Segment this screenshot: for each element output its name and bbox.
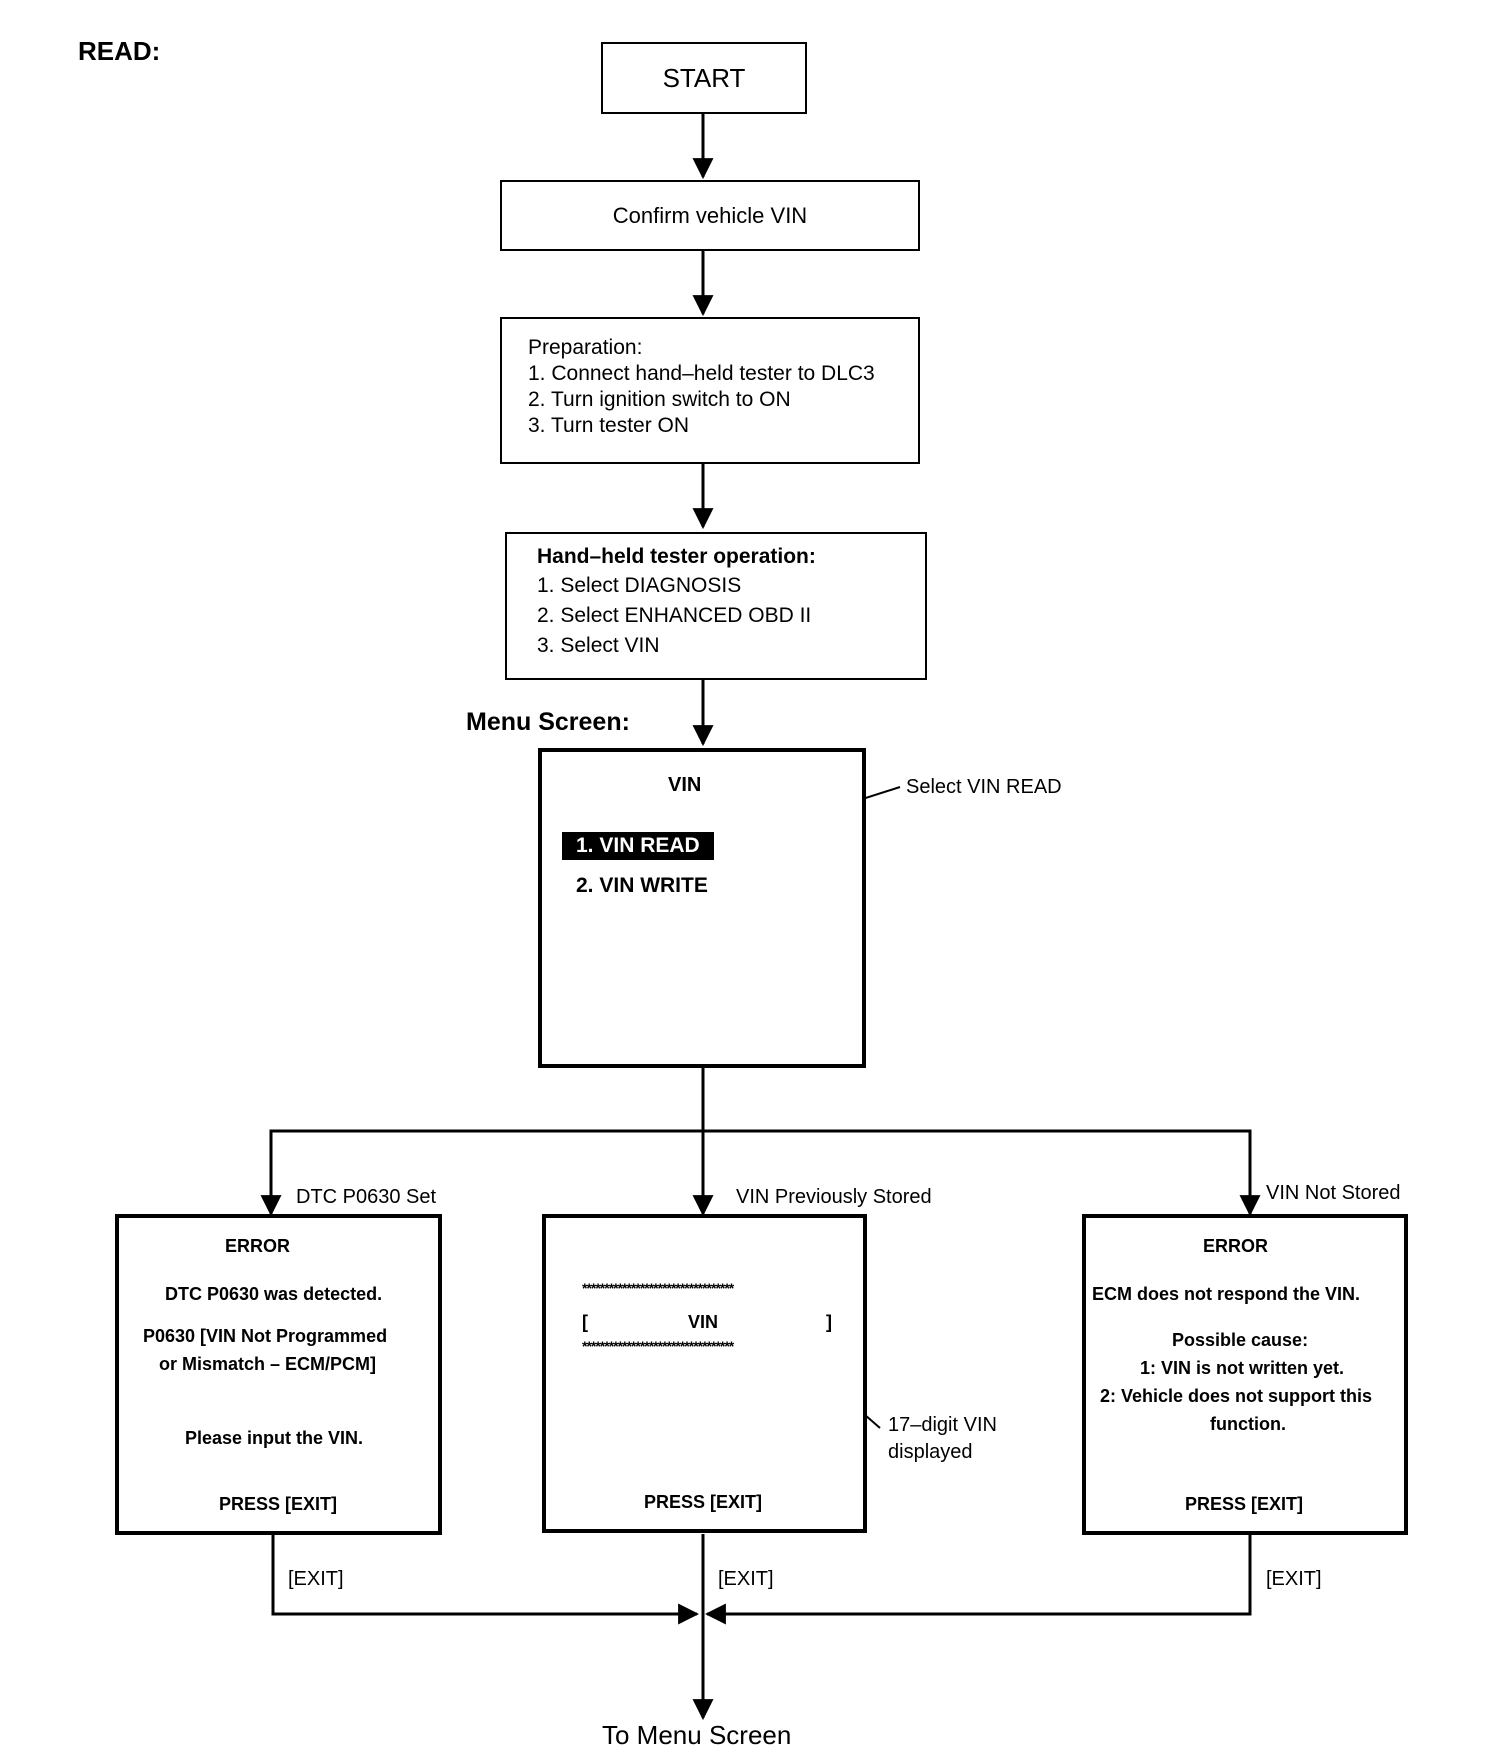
ecm-error-line-2: Possible cause: (1172, 1330, 1309, 1350)
branch-bar (269, 1129, 1252, 1214)
vin-display: VIN (688, 1312, 719, 1332)
dtc-error-line-2: P0630 [VIN Not Programmed (143, 1326, 388, 1346)
dtc-error-line-1: DTC P0630 was detected. (165, 1284, 383, 1304)
start-box: START (601, 42, 807, 114)
callout-17-digit: 17–digit VIN displayed (888, 1412, 997, 1466)
ecm-error-press-exit[interactable]: PRESS [EXIT] (1185, 1494, 1304, 1514)
confirm-vin-text: Confirm vehicle VIN (612, 203, 808, 228)
exit-label-middle: [EXIT] (718, 1568, 774, 1590)
confirm-vin-box: Confirm vehicle VIN (500, 180, 920, 251)
read-heading: READ: (78, 36, 161, 66)
vin-stars-top: ********************************** (582, 1280, 734, 1296)
exit-label-left: [EXIT] (288, 1568, 344, 1590)
dtc-error-screen: ERROR DTC P0630 was detected. P0630 [VIN… (115, 1214, 442, 1535)
callout-17-line-1: 17–digit VIN (888, 1414, 997, 1436)
vin-stars-bottom: ********************************** (582, 1338, 734, 1354)
tester-step-2: 2. Select ENHANCED OBD II (537, 604, 812, 627)
preparation-title: Preparation: (528, 336, 643, 359)
to-menu-screen: To Menu Screen (602, 1720, 792, 1750)
dtc-error-press-exit[interactable]: PRESS [EXIT] (219, 1494, 338, 1514)
dtc-error-line-4: Please input the VIN. (185, 1428, 364, 1448)
menu-screen: VIN 1. VIN READ 2. VIN WRITE (538, 748, 866, 1068)
tester-step-3: 3. Select VIN (537, 634, 660, 657)
preparation-step-1: 1. Connect hand–held tester to DLC3 (528, 362, 875, 385)
ecm-error-line-1: ECM does not respond the VIN. (1092, 1284, 1361, 1304)
callout-select-vin-read: Select VIN READ (906, 776, 1062, 798)
preparation-step-3: 3. Turn tester ON (528, 414, 690, 437)
menu-title: VIN (668, 774, 702, 796)
ecm-error-line-5: function. (1210, 1414, 1286, 1434)
ecm-error-line-4: 2: Vehicle does not support this (1100, 1386, 1373, 1406)
vin-stored-screen: ********************************** [ VIN… (542, 1214, 867, 1533)
menu-item-vin-write[interactable]: 2. VIN WRITE (576, 874, 708, 897)
exit-label-right: [EXIT] (1266, 1568, 1322, 1590)
vin-bracket-close: ] (826, 1312, 832, 1332)
tester-operation-lines: Hand–held tester operation: 1. Select DI… (537, 544, 925, 660)
menu-screen-label: Menu Screen: (466, 708, 630, 736)
vin-press-exit[interactable]: PRESS [EXIT] (644, 1492, 763, 1512)
dtc-error-line-3: or Mismatch – ECM/PCM] (159, 1354, 377, 1374)
right-exit-path (704, 1534, 1252, 1625)
preparation-lines: Preparation: 1. Connect hand–held tester… (528, 335, 918, 439)
tester-operation-title: Hand–held tester operation: (537, 545, 816, 568)
vin-not-stored-screen: ERROR ECM does not respond the VIN. Poss… (1082, 1214, 1408, 1535)
vin-bracket-open: [ (582, 1312, 588, 1332)
start-text: START (662, 63, 746, 93)
left-exit-path (271, 1534, 700, 1625)
ecm-error-title: ERROR (1203, 1236, 1269, 1256)
branch-label-stored: VIN Previously Stored (736, 1186, 932, 1208)
dtc-error-title: ERROR (225, 1236, 291, 1256)
tester-step-1: 1. Select DIAGNOSIS (537, 574, 742, 597)
branch-label-not-stored: VIN Not Stored (1266, 1182, 1401, 1204)
ecm-error-line-3: 1: VIN is not written yet. (1140, 1358, 1345, 1378)
preparation-step-2: 2. Turn ignition switch to ON (528, 388, 791, 411)
branch-label-dtc: DTC P0630 Set (296, 1186, 437, 1208)
preparation-box: Preparation: 1. Connect hand–held tester… (500, 317, 920, 464)
tester-operation-box: Hand–held tester operation: 1. Select DI… (505, 532, 927, 680)
menu-item-vin-read[interactable]: 1. VIN READ (562, 832, 714, 860)
callout-17-line-2: displayed (888, 1441, 973, 1463)
